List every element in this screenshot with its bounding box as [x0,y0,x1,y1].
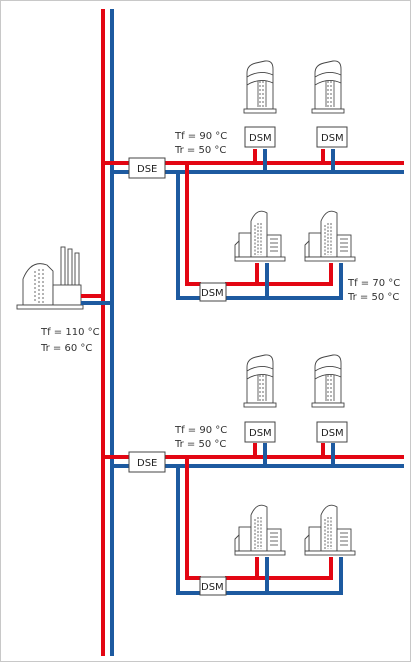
branch-2-dsm-lower-box [199,576,227,596]
branch-1-dsm-upper-2-box [316,126,348,148]
branch-1-dsm-upper-1-label: DSM [249,133,272,144]
branch-1-return-temp: Tr = 50 °C [174,145,226,156]
residential-building-icon [304,210,356,262]
tower-building-icon [243,354,277,408]
plant-supply-temp: Tf = 110 °C [40,327,100,338]
branch-1-dsm-upper-1-box [244,126,276,148]
branch-1-dse-label: DSE [137,164,157,175]
tower-building-icon [311,354,345,408]
branch-2-supply-temp: Tf = 90 °C [174,425,227,436]
branch-2-dse-label: DSE [137,458,157,469]
tower-building-icon [243,60,277,114]
branch-1-dsm-lower-box [199,282,227,302]
branch-1-lower-return-temp: Tr = 50 °C [347,292,399,303]
residential-building-icon [234,504,286,556]
branch-2-dsm-upper-1-label: DSM [249,428,272,439]
power-plant-icon [16,246,84,310]
branch-2-return-temp: Tr = 50 °C [174,439,226,450]
branch-2-dsm-upper-2-box [316,421,348,443]
plant-return-temp: Tr = 60 °C [40,343,92,354]
branch-2-dse-box [128,451,166,473]
tower-building-icon [311,60,345,114]
residential-building-icon [234,210,286,262]
branch-1 [103,149,404,300]
residential-building-icon [304,504,356,556]
branch-1-dsm-lower-label: DSM [201,288,224,299]
branch-2-dsm-lower-label: DSM [201,582,224,593]
branch-2-dsm-upper-2-label: DSM [321,428,344,439]
branch-1-supply-temp: Tf = 90 °C [174,131,227,142]
branch-2-dsm-upper-1-box [244,421,276,443]
branch-1-dse-box [128,157,166,179]
branch-1-lower-supply-temp: Tf = 70 °C [347,278,400,289]
branch-1-dsm-upper-2-label: DSM [321,133,344,144]
